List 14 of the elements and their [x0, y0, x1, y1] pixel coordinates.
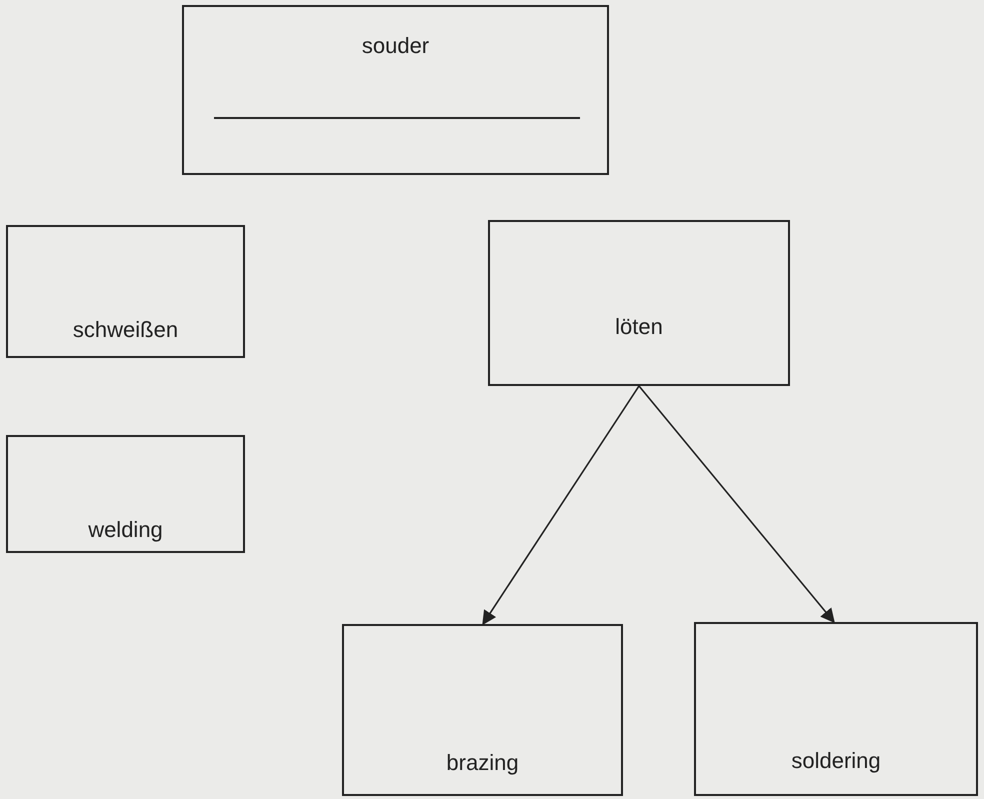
term-box	[694, 622, 978, 796]
term-box	[6, 225, 245, 358]
term-label: souder	[362, 32, 430, 60]
term-box	[6, 435, 245, 553]
term-label: löten	[615, 313, 663, 341]
term-box	[342, 624, 623, 796]
term-label: brazing	[446, 749, 519, 777]
arrow	[482, 386, 640, 626]
arrow	[638, 386, 835, 624]
term-label: schweißen	[72, 316, 178, 344]
term-box	[182, 5, 609, 175]
term-label: soldering	[791, 747, 881, 775]
term-box	[488, 220, 790, 386]
term-label: welding	[88, 516, 163, 544]
